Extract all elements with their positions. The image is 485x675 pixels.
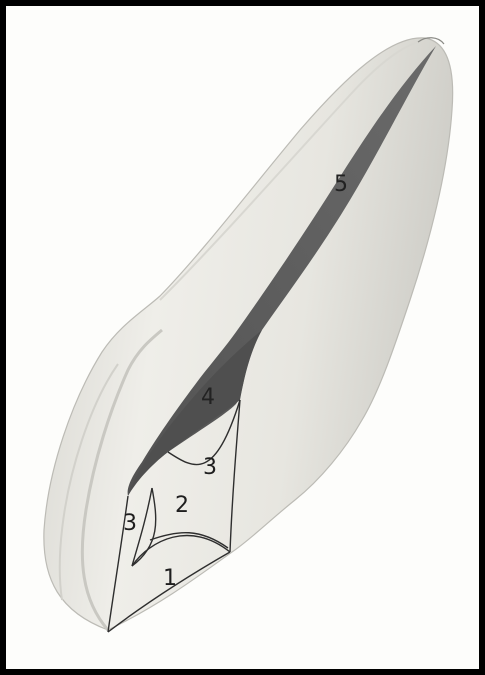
zone-label-5: 5 xyxy=(334,172,348,197)
zone-label-2: 2 xyxy=(175,493,189,518)
zone-label-1: 1 xyxy=(163,566,177,591)
zone-label-3-right: 3 xyxy=(203,455,217,480)
zone-label-3-left: 3 xyxy=(123,511,137,536)
zone-label-4: 4 xyxy=(201,385,215,410)
